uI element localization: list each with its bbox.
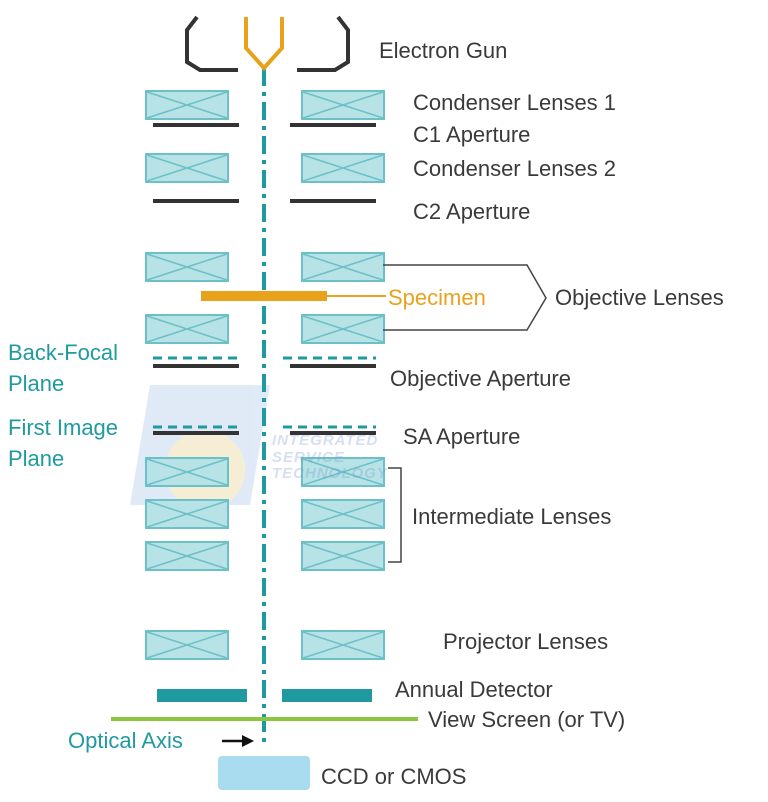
label-view-screen: View Screen (or TV) [428, 707, 626, 732]
label-electron-gun: Electron Gun [379, 38, 508, 63]
watermark-line-3: TECHNOLOGY [272, 465, 388, 482]
watermark-text: INTEGRATED SERVICE TECHNOLOGY [272, 432, 388, 483]
optical-axis-arrow [222, 735, 254, 747]
label-intermediate-lenses: Intermediate Lenses [412, 504, 612, 529]
ccd-cmos-sensor [218, 756, 310, 790]
label-c2-aperture: C2 Aperture [413, 199, 531, 224]
label-sa-aperture: SA Aperture [403, 424, 521, 449]
label-objective-aperture: Objective Aperture [390, 366, 571, 391]
watermark-logo [130, 385, 270, 510]
intermediate-lenses-bracket [388, 467, 402, 563]
label-projector-lenses: Projector Lenses [443, 629, 609, 654]
label-specimen: Specimen [388, 285, 486, 310]
label-back-focal-2: Plane [8, 371, 65, 396]
label-c1-aperture: C1 Aperture [413, 122, 531, 147]
label-annual-detector: Annual Detector [395, 677, 553, 702]
watermark-line-1: INTEGRATED [272, 432, 379, 449]
electron-gun [185, 15, 350, 72]
objective-lenses-bracket [383, 264, 547, 331]
label-back-focal-1: Back-Focal [8, 340, 119, 365]
label-objective-lenses: Objective Lenses [555, 285, 724, 310]
label-condenser-lenses-2: Condenser Lenses 2 [413, 156, 617, 181]
annual-detector [157, 689, 372, 702]
label-optical-axis: Optical Axis [68, 728, 183, 753]
label-condenser-lenses-1: Condenser Lenses 1 [413, 90, 617, 115]
label-first-image-1: First Image [8, 415, 119, 440]
watermark-line-2: SERVICE [272, 448, 345, 466]
specimen [201, 291, 386, 301]
label-ccd-cmos: CCD or CMOS [321, 764, 467, 789]
label-first-image-2: Plane [8, 446, 65, 471]
